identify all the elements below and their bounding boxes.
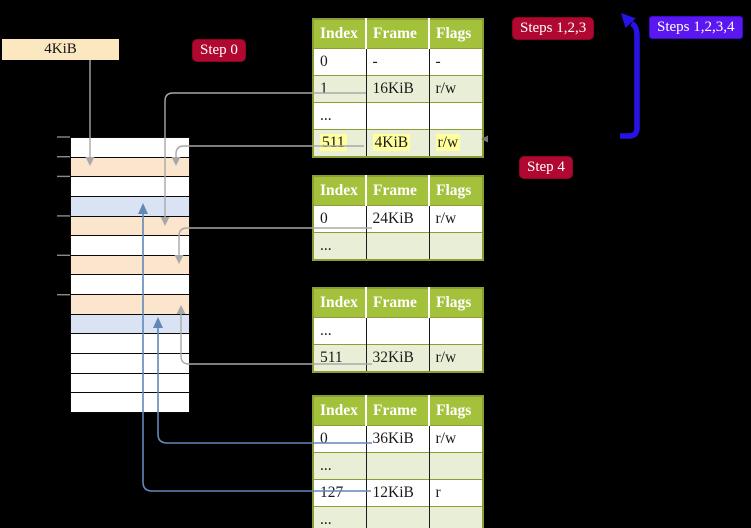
table-row: ... xyxy=(313,317,483,345)
table-cell: 0 xyxy=(313,205,367,233)
memory-frame-blue xyxy=(71,196,189,217)
table-cell: r/w xyxy=(429,75,483,103)
table-cell: 0 xyxy=(313,425,367,453)
memory-frame-white xyxy=(71,275,189,296)
table-cell: r/w xyxy=(429,344,483,372)
table-cell: 24KiB xyxy=(366,205,430,233)
memory-frame-white xyxy=(71,334,189,355)
table-cell xyxy=(429,452,483,480)
table-cell: r/w xyxy=(429,425,483,453)
column-header-index: Index xyxy=(313,19,367,49)
memory-frame-peach xyxy=(71,295,189,315)
table-cell: 127 xyxy=(313,479,367,507)
column-header-frame: Frame xyxy=(366,176,430,206)
physical-memory-strip xyxy=(70,137,190,413)
memory-frame-white xyxy=(71,393,189,412)
table-cell: ... xyxy=(313,506,367,528)
column-header-flags: Flags xyxy=(429,396,483,426)
column-header-index: Index xyxy=(313,176,367,206)
table-cell xyxy=(366,232,430,260)
memory-frame-peach xyxy=(71,255,189,276)
table-cell: ... xyxy=(313,232,367,260)
badge-steps-1-2-3-4: Steps 1,2,3,4 xyxy=(649,16,743,39)
table-cell: 1 xyxy=(313,75,367,103)
address-tick-marks xyxy=(57,136,70,296)
badge-step-0: Step 0 xyxy=(192,39,246,62)
column-header-frame: Frame xyxy=(366,396,430,426)
table-cell: 511 xyxy=(313,344,367,372)
table-cell: ... xyxy=(313,102,367,130)
table-cell xyxy=(429,506,483,528)
table-cell: 12KiB xyxy=(366,479,430,507)
table-row: 0-- xyxy=(313,48,483,76)
table-row: ... xyxy=(313,452,483,480)
memory-frame-peach xyxy=(71,216,189,237)
table-cell: 36KiB xyxy=(366,425,430,453)
table-row: ... xyxy=(313,506,483,528)
table-cell xyxy=(366,506,430,528)
memory-frame-white xyxy=(71,354,189,374)
column-header-frame: Frame xyxy=(366,288,430,318)
table-cell: - xyxy=(429,48,483,76)
frame-size-label: 4KiB xyxy=(2,39,119,60)
column-header-index: Index xyxy=(313,396,367,426)
table-cell: 511 xyxy=(313,129,367,157)
table-cell: r xyxy=(429,479,483,507)
table-cell xyxy=(429,317,483,345)
table-cell: 16KiB xyxy=(366,75,430,103)
memory-frame-white xyxy=(71,138,189,158)
column-header-index: Index xyxy=(313,288,367,318)
table-cell xyxy=(429,102,483,130)
table-row: ... xyxy=(313,232,483,260)
memory-frame-white xyxy=(71,373,189,394)
badge-steps-1-2-3: Steps 1,2,3 xyxy=(512,17,595,40)
column-header-flags: Flags xyxy=(429,176,483,206)
column-header-flags: Flags xyxy=(429,19,483,49)
table-cell xyxy=(366,102,430,130)
steps-flow-arrow xyxy=(620,13,640,139)
badge-step-4: Step 4 xyxy=(519,156,573,179)
memory-frame-blue xyxy=(71,314,189,335)
column-header-flags: Flags xyxy=(429,288,483,318)
memory-frame-white xyxy=(71,177,189,197)
table-cell xyxy=(429,232,483,260)
table-cell: r/w xyxy=(429,129,483,157)
table-cell xyxy=(366,452,430,480)
table-row: ... xyxy=(313,102,483,130)
table-cell: ... xyxy=(313,317,367,345)
table-cell: 0 xyxy=(313,48,367,76)
memory-frame-peach xyxy=(71,157,189,178)
memory-frame-white xyxy=(71,236,189,256)
column-header-frame: Frame xyxy=(366,19,430,49)
table-cell: - xyxy=(366,48,430,76)
table-cell: ... xyxy=(313,452,367,480)
table-cell: 4KiB xyxy=(366,129,430,157)
table-cell xyxy=(366,317,430,345)
table-cell: 32KiB xyxy=(366,344,430,372)
table-cell: r/w xyxy=(429,205,483,233)
